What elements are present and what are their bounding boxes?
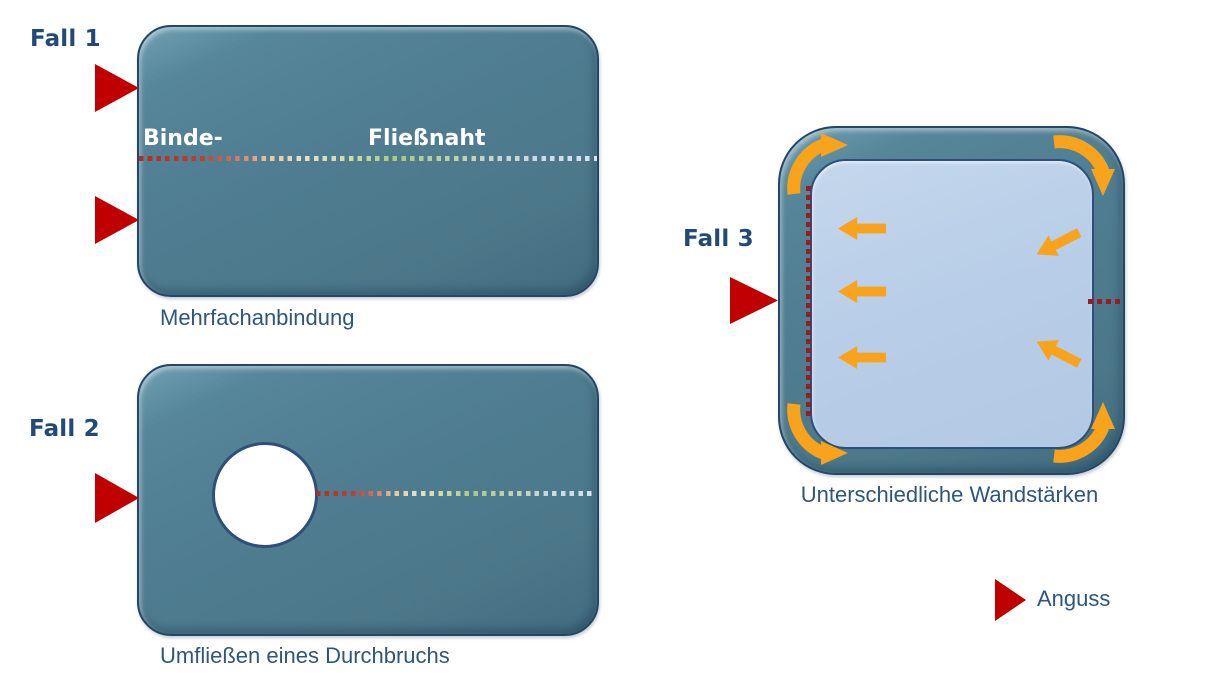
molded-part-plate-fall2	[137, 364, 599, 636]
case-caption-fall3: Unterschiedliche Wandstärken	[800, 482, 1099, 507]
weld-label-fliessnaht: Fließnaht	[368, 126, 486, 151]
anguss-gate-icon	[95, 473, 139, 523]
molded-part-plate-fall1	[137, 25, 599, 297]
weld-line	[139, 156, 597, 161]
case-caption-fall1: Mehrfachanbindung	[160, 305, 355, 330]
weld-line-left-wall	[806, 186, 811, 418]
weld-label-binde: Binde-	[143, 126, 223, 151]
anguss-gate-icon	[95, 196, 139, 244]
thin-wall-cavity	[810, 159, 1094, 449]
weld-line	[316, 491, 595, 496]
case-label-fall2: Fall 2	[29, 416, 100, 442]
breakthrough-hole	[212, 442, 318, 548]
case-label-fall3: Fall 3	[683, 226, 754, 252]
corner-flow-arrow-icon	[787, 403, 848, 465]
case-label-fall1: Fall 1	[30, 26, 101, 52]
case-caption-fall2: Umfließen eines Durchbruchs	[160, 643, 450, 668]
anguss-legend-icon	[995, 579, 1026, 621]
legend-anguss-label: Anguss	[1037, 586, 1111, 611]
corner-flow-arrow-icon	[1053, 402, 1115, 463]
corner-flow-arrow-icon	[787, 133, 848, 195]
anguss-gate-icon	[95, 64, 139, 112]
corner-flow-arrow-icon	[1053, 135, 1115, 196]
weld-line-right-wall	[1088, 299, 1121, 304]
anguss-gate-icon	[730, 277, 778, 324]
